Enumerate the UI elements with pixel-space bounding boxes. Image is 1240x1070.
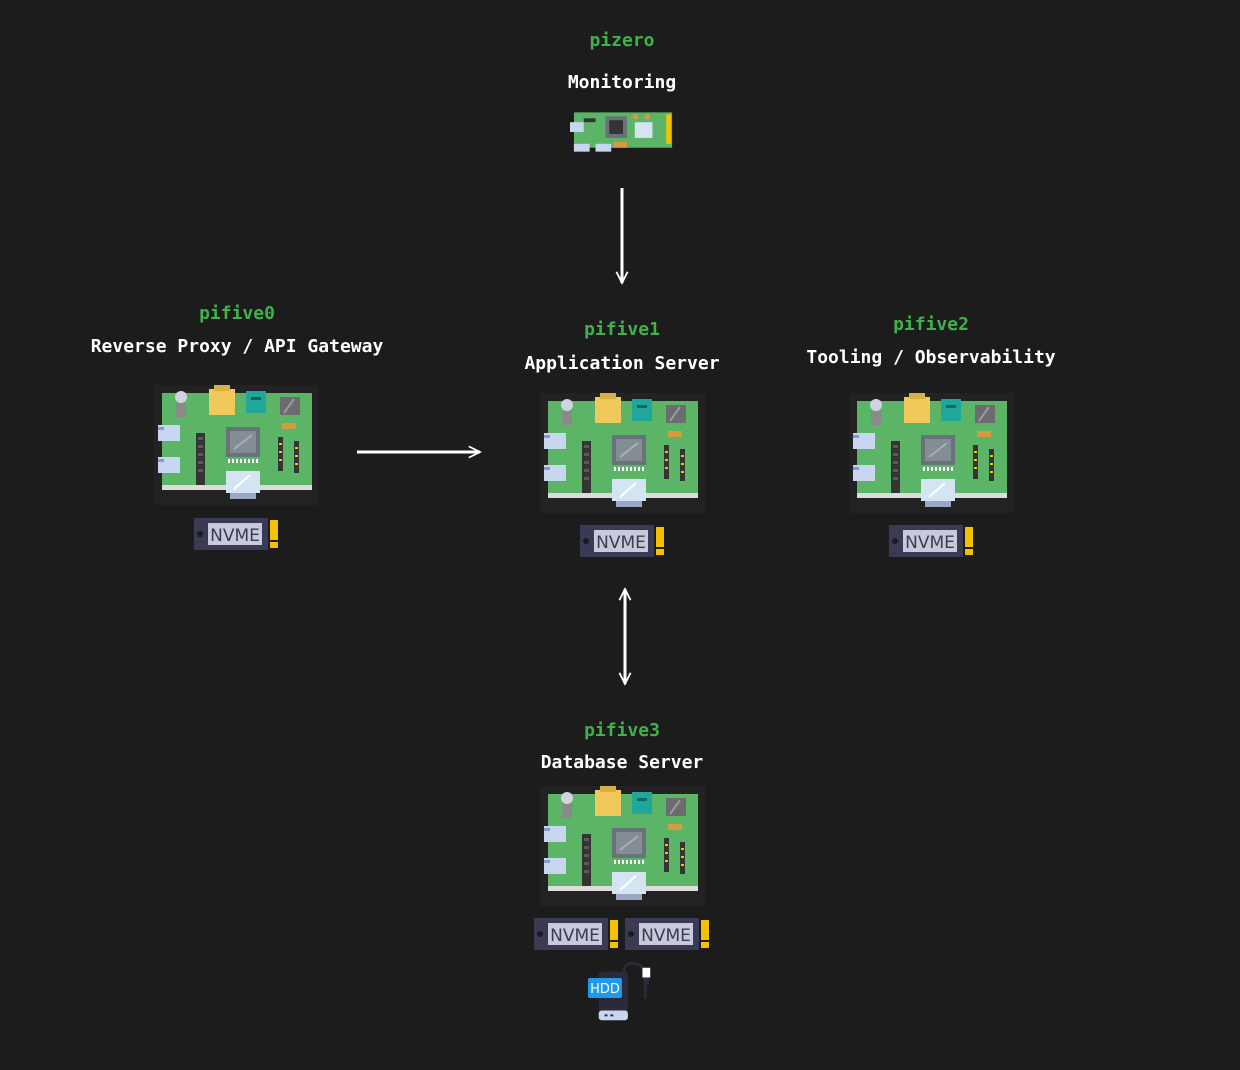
nvme-label: NVME xyxy=(210,526,260,546)
hdd-icon: HDD xyxy=(588,960,664,1028)
nvme-label: NVME xyxy=(641,926,691,946)
role-pizero: Monitoring xyxy=(567,72,677,93)
role-pifive0: Reverse Proxy / API Gateway xyxy=(90,336,384,357)
nvme-drive-icon: NVME xyxy=(889,525,973,557)
role-pifive2: Tooling / Observability xyxy=(806,347,1056,368)
nvme-label: NVME xyxy=(905,533,955,553)
nvme-label: NVME xyxy=(596,533,646,553)
nvme-label: NVME xyxy=(550,926,600,946)
hostname-pifive1: pifive1 xyxy=(584,319,660,340)
role-pifive3: Database Server xyxy=(540,752,704,773)
nvme-drive-icon: NVME xyxy=(625,918,709,950)
hostname-pifive2: pifive2 xyxy=(893,314,969,335)
nvme-drive-icon: NVME xyxy=(534,918,618,950)
nvme-drive-icon: NVME xyxy=(194,518,278,550)
hostname-pifive3: pifive3 xyxy=(584,720,660,741)
nvme-drive-icon: NVME xyxy=(580,525,664,557)
role-pifive1: Application Server xyxy=(524,353,720,374)
hdd-label: HDD xyxy=(590,982,620,997)
hostname-pifive0: pifive0 xyxy=(199,303,275,324)
hostname-pizero: pizero xyxy=(589,30,655,51)
